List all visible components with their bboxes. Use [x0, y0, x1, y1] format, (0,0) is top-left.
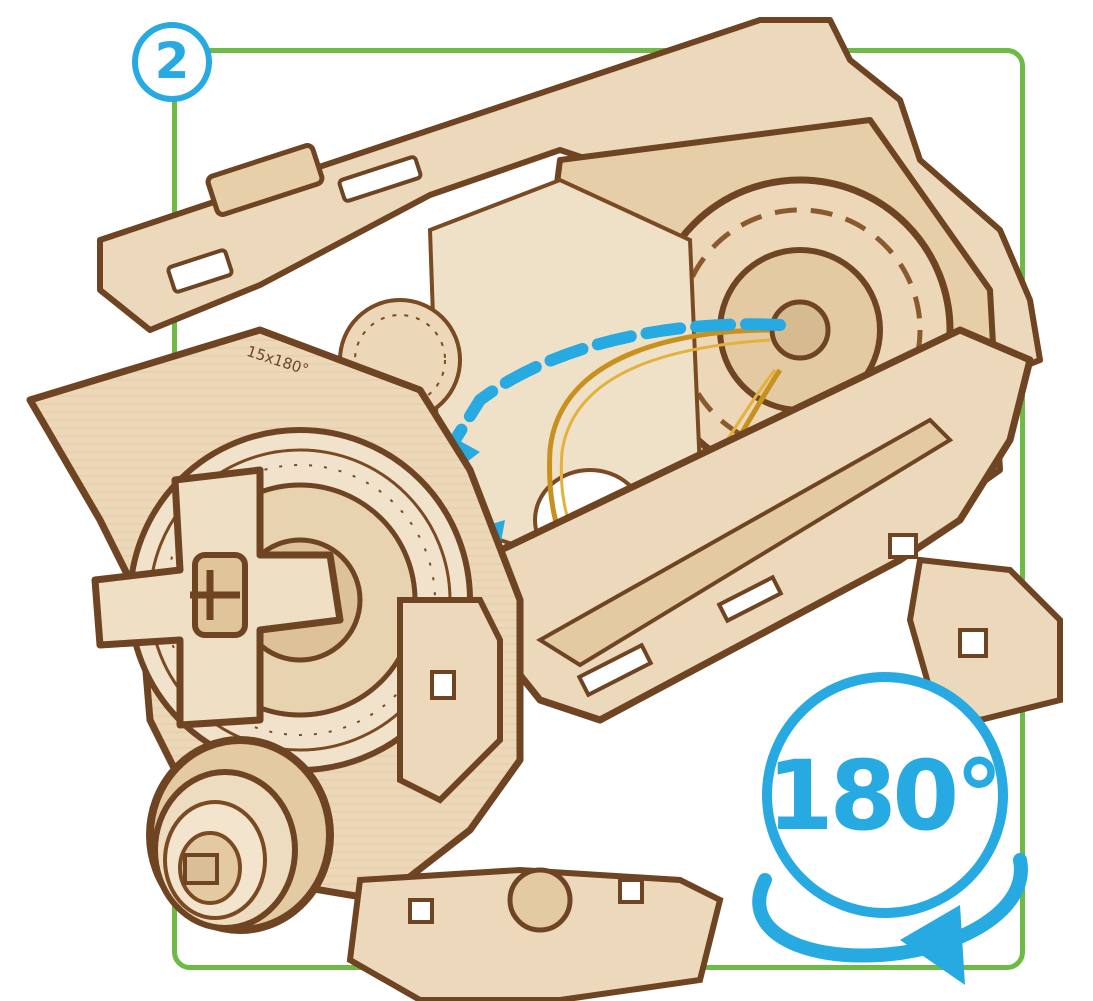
base-plate: [350, 870, 720, 1000]
pulley: [150, 740, 330, 930]
rotation-label: 180°: [768, 736, 998, 856]
